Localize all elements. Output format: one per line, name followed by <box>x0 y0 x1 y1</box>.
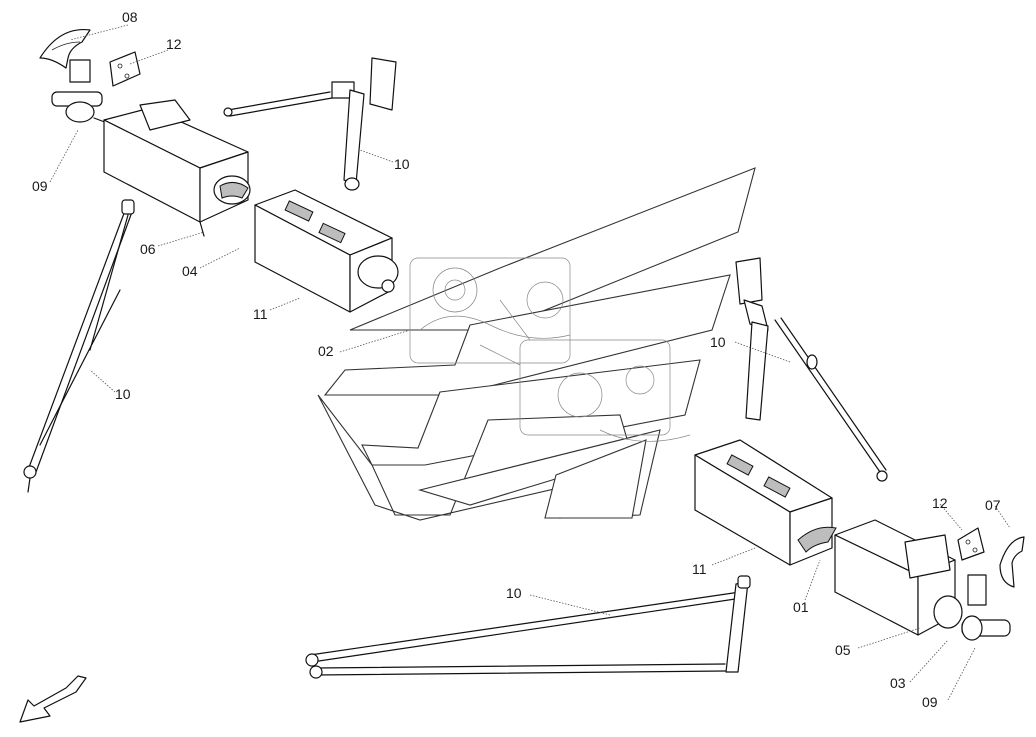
part-label-12: 12 <box>932 495 948 511</box>
housing-11-right <box>694 439 837 566</box>
plate-12-right <box>957 527 985 561</box>
part-label-02: 02 <box>318 343 334 359</box>
link-10-bottom <box>305 575 751 679</box>
bearing-09-left <box>51 59 111 125</box>
part-label-09: 09 <box>922 694 938 710</box>
part-label-05: 05 <box>835 642 851 658</box>
part-label-08: 08 <box>122 9 138 25</box>
part-label-01: 01 <box>793 599 809 615</box>
shield-08 <box>39 28 91 69</box>
part-label-10: 10 <box>115 386 131 402</box>
housing-11-left <box>254 189 399 313</box>
gearbox-assembly <box>409 257 691 442</box>
part-label-04: 04 <box>182 263 198 279</box>
leader-lines <box>49 24 1011 701</box>
plate-12-left <box>109 51 141 87</box>
link-10-right <box>735 257 888 482</box>
part-label-10: 10 <box>506 585 522 601</box>
part-label-12: 12 <box>166 36 182 52</box>
part-label-03: 03 <box>890 675 906 691</box>
part-label-11: 11 <box>692 561 707 577</box>
part-label-09: 09 <box>32 178 48 194</box>
link-10-top <box>223 57 397 191</box>
part-label-10: 10 <box>710 334 726 350</box>
part-label-06: 06 <box>140 241 156 257</box>
housing-06 <box>103 99 251 237</box>
housing-05 <box>834 519 963 636</box>
part-labels: 08 12 09 10 06 04 11 02 10 10 11 12 07 1… <box>32 9 1001 710</box>
part-label-10: 10 <box>394 156 410 172</box>
link-10-left <box>23 199 135 493</box>
shield-07 <box>999 536 1025 588</box>
part-label-07: 07 <box>985 497 1001 513</box>
direction-arrow-icon <box>19 675 87 723</box>
watermark-logo <box>317 167 756 521</box>
part-label-11: 11 <box>253 306 268 322</box>
bearing-09-right <box>961 574 1011 641</box>
